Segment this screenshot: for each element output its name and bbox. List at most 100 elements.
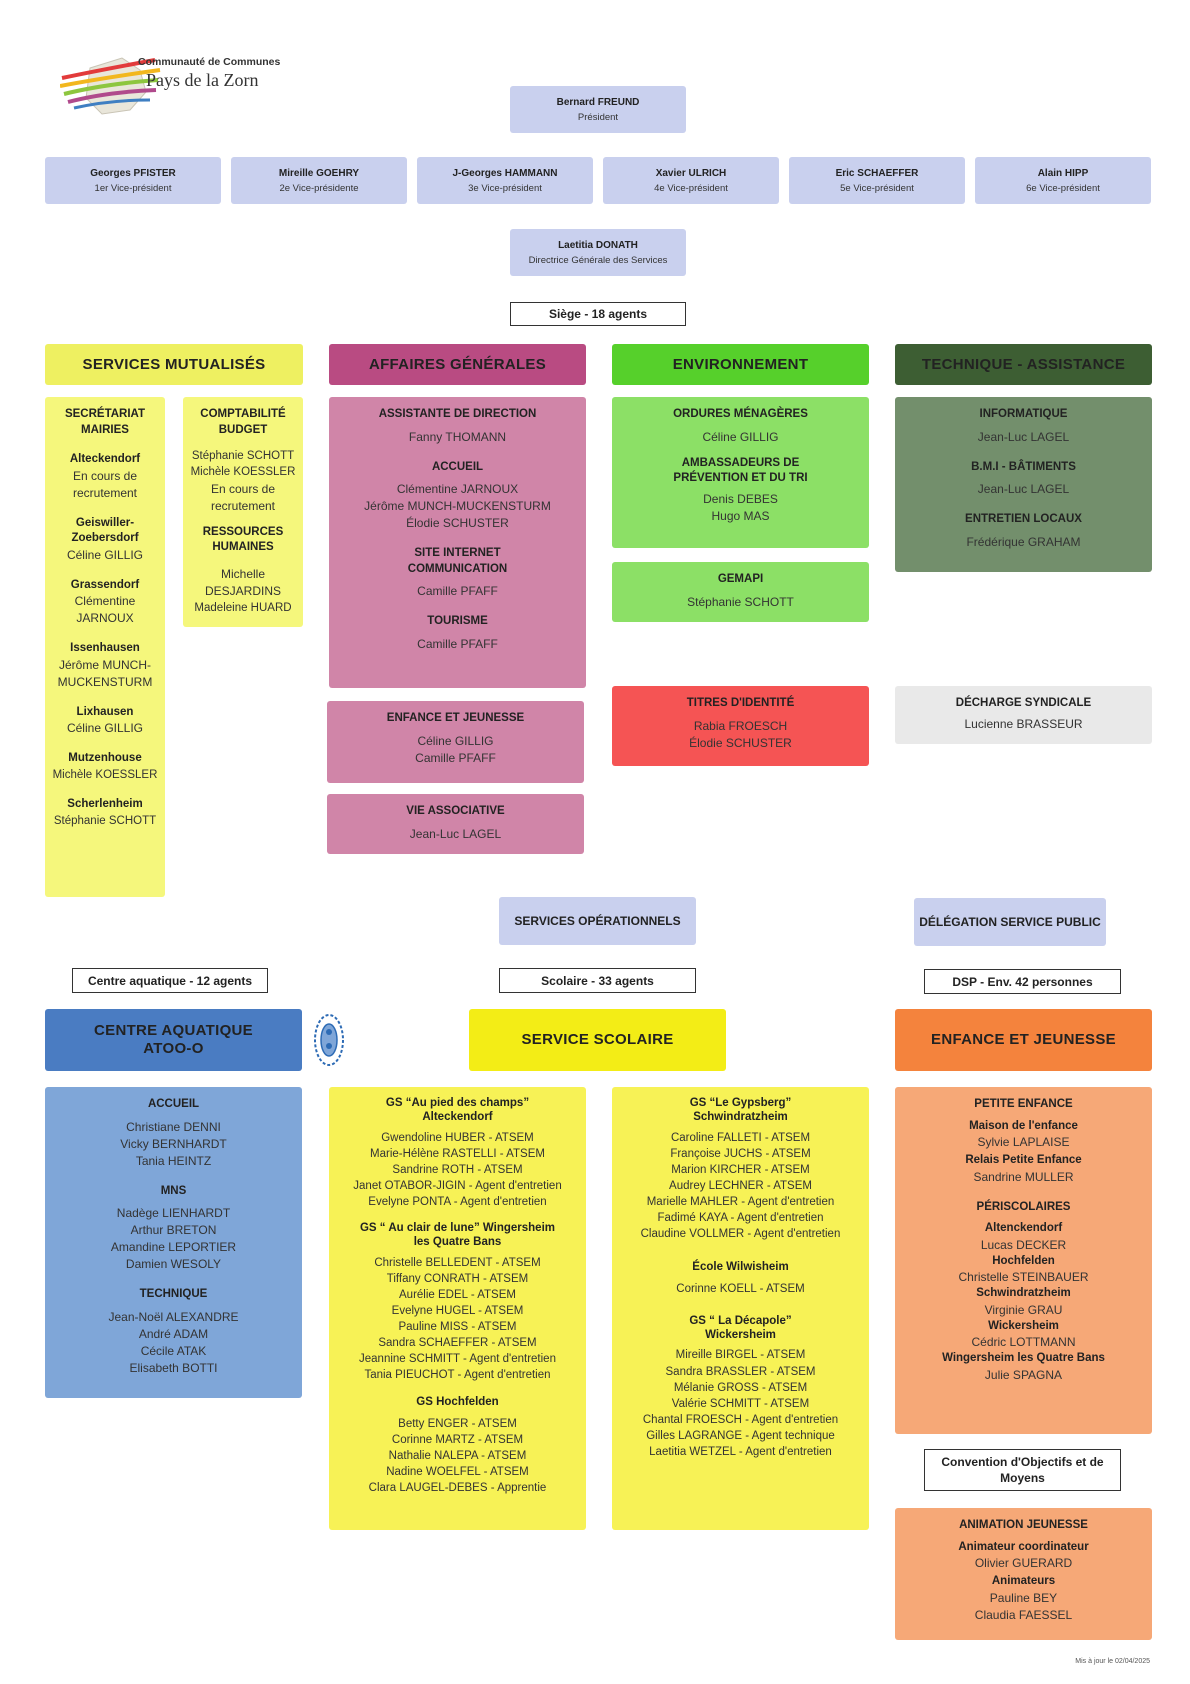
gs-staff: Janet OTABOR-JIGIN - Agent d'entretien: [353, 1179, 562, 1192]
commune-name: Mutzenhouse: [68, 752, 142, 765]
compta-staff: Stéphanie SCHOTT: [191, 450, 295, 463]
vp-card: Georges PFISTER 1er Vice-président: [45, 157, 221, 204]
peri-site: Altenckendorf: [984, 1222, 1063, 1235]
commune-staff: Stéphanie SCHOTT: [53, 814, 157, 827]
commune-staff: Céline GILLIG: [66, 547, 144, 562]
gs-staff: Corinne KOELL - ATSEM: [676, 1282, 805, 1295]
gs-staff: Jeannine SCHMITT - Agent d'entretien: [359, 1353, 556, 1366]
dgs-name: Laetitia DONATH: [558, 239, 638, 251]
anim-title: Animateurs: [991, 1575, 1056, 1588]
gs-staff: Claudine VOLLMER - Agent d'entretien: [640, 1228, 841, 1241]
enfance-panel: PETITE ENFANCE Maison de l'enfance Sylvi…: [895, 1087, 1152, 1434]
scolaire-right-panel: GS “Le Gypsberg” Schwindratzheim Carolin…: [612, 1087, 869, 1530]
rh-title: RESSOURCES HUMAINES: [202, 525, 284, 554]
compta-title: COMPTABILITÉ BUDGET: [200, 408, 286, 436]
aq-tech-name: Elisabeth BOTTI: [129, 1360, 218, 1375]
dgs-role: Directrice Générale des Services: [528, 254, 668, 266]
peri-staff: Christelle STEINBAUER: [958, 1270, 1089, 1285]
bmi-name: Jean-Luc LAGEL: [977, 482, 1070, 497]
gs-staff: Betty ENGER - ATSEM: [398, 1417, 517, 1430]
pe-title: PETITE ENFANCE: [974, 1098, 1073, 1110]
commune-staff: Michèle KOESSLER: [52, 768, 158, 781]
info-name: Jean-Luc LAGEL: [977, 429, 1070, 444]
vp-name: Xavier ULRICH: [655, 167, 727, 179]
gs-staff: Gilles LAGRANGE - Agent technique: [646, 1429, 835, 1442]
decharge-title: DÉCHARGE SYNDICALE: [955, 697, 1092, 709]
secretariat-panel: SECRÉTARIAT MAIRIES Alteckendorf En cour…: [45, 397, 165, 897]
gs-staff: Fadimé KAYA - Agent d'entretien: [657, 1212, 824, 1225]
ag-enfance-panel: ENFANCE ET JEUNESSE Céline GILLIG Camill…: [327, 701, 584, 783]
gs-staff: Marielle MAHLER - Agent d'entretien: [646, 1195, 835, 1208]
dgs-card: Laetitia DONATH Directrice Générale des …: [510, 229, 686, 276]
gs-title: GS “ La Décapole” Wickersheim: [689, 1314, 792, 1341]
anim-name: Claudia FAESSEL: [974, 1607, 1073, 1622]
gs-staff: Audrey LECHNER - ATSEM: [669, 1179, 812, 1192]
gs-staff: Mireille BIRGEL - ATSEM: [675, 1349, 806, 1362]
tourisme-title: TOURISME: [427, 615, 488, 628]
header-scolaire: SERVICE SCOLAIRE: [469, 1009, 726, 1071]
relais-title: Relais Petite Enfance: [965, 1154, 1082, 1167]
header-enfance: ENFANCE ET JEUNESSE: [895, 1009, 1152, 1071]
ag-enfance-name: Camille PFAFF: [415, 750, 496, 765]
gs-staff: Evelyne PONTA - Agent d'entretien: [368, 1195, 547, 1208]
assistante-name: Fanny THOMANN: [408, 429, 507, 444]
header-technique: TECHNIQUE - ASSISTANCE: [895, 344, 1152, 385]
maison-title: Maison de l'enfance: [969, 1119, 1078, 1132]
commune-staff: En cours de recrutement: [72, 468, 138, 500]
rh-staff: Madeleine HUARD: [194, 601, 292, 614]
gs-staff: Evelyne HUGEL - ATSEM: [391, 1304, 524, 1317]
logo-graphic: [60, 57, 161, 115]
vp-name: Alain HIPP: [1037, 167, 1089, 179]
logo: Communauté de Communes Pays de la Zorn: [60, 48, 300, 122]
tech-panel: INFORMATIQUE Jean-Luc LAGEL B.M.I - BÂTI…: [895, 397, 1152, 572]
vp-role: 2e Vice-présidente: [279, 182, 359, 194]
vp-role: 6e Vice-président: [1026, 182, 1100, 194]
gs-staff: Gwendoline HUBER - ATSEM: [381, 1131, 534, 1144]
aquatique-count: Centre aquatique - 12 agents: [72, 968, 268, 993]
gs-staff: Marie-Hélène RASTELLI - ATSEM: [370, 1147, 545, 1160]
gs-staff: Sandrine ROTH - ATSEM: [392, 1163, 523, 1176]
animation-panel: ANIMATION JEUNESSE Animateur coordinateu…: [895, 1508, 1152, 1640]
aq-tech-title: TECHNIQUE: [139, 1288, 208, 1301]
peri-staff: Virginie GRAU: [984, 1302, 1063, 1317]
vp-card: Alain HIPP 6e Vice-président: [975, 157, 1151, 204]
atoo-logo: [312, 1012, 346, 1068]
commune-staff: Jérôme MUNCH-MUCKENSTURM: [57, 657, 153, 689]
commune-staff: Clémentine JARNOUX: [74, 594, 136, 626]
ag-enfance-name: Céline GILLIG: [417, 733, 494, 748]
gs-staff: Sandra SCHAEFFER - ATSEM: [378, 1337, 537, 1350]
vp-name: Mireille GOEHRY: [278, 167, 360, 179]
vp-card: Mireille GOEHRY 2e Vice-présidente: [231, 157, 407, 204]
gemapi-title: GEMAPI: [717, 573, 764, 585]
gs-staff: Corinne MARTZ - ATSEM: [391, 1434, 524, 1447]
ag-main-panel: ASSISTANTE DE DIRECTION Fanny THOMANN AC…: [329, 397, 586, 688]
amb-name: Denis DEBES: [703, 491, 778, 506]
header-aquatique: CENTRE AQUATIQUE ATOO-O: [45, 1009, 302, 1071]
amb-name: Hugo MAS: [711, 508, 770, 523]
vp-role: 4e Vice-président: [654, 182, 728, 194]
commune-name: Alteckendorf: [69, 453, 141, 466]
ag-vie-name: Jean-Luc LAGEL: [409, 826, 502, 841]
aq-tech-name: Cécile ATAK: [140, 1343, 207, 1358]
scolaire-count: Scolaire - 33 agents: [499, 968, 696, 993]
peri-site: Schwindratzheim: [976, 1287, 1071, 1300]
site-title: SITE INTERNET COMMUNICATION: [407, 547, 508, 575]
gs-staff: Nathalie NALEPA - ATSEM: [388, 1450, 527, 1463]
aq-accueil-name: Vicky BERNHARDT: [120, 1136, 227, 1151]
decharge-panel: DÉCHARGE SYNDICALE Lucienne BRASSEUR: [895, 686, 1152, 744]
peri-site: Hochfelden: [992, 1254, 1055, 1267]
header-affaires: AFFAIRES GÉNÉRALES: [329, 344, 586, 385]
ent-title: ENTRETIEN LOCAUX: [965, 513, 1082, 526]
commune-name: Lixhausen: [76, 705, 134, 718]
gs-staff: Valérie SCHMITT - ATSEM: [671, 1397, 810, 1410]
gs-staff: Caroline FALLETI - ATSEM: [670, 1131, 811, 1144]
info-title: INFORMATIQUE: [979, 408, 1068, 420]
president-name: Bernard FREUND: [556, 96, 640, 108]
om-name: Céline GILLIG: [702, 429, 779, 444]
titres-panel: TITRES D'IDENTITÉ Rabia FROESCH Élodie S…: [612, 686, 869, 766]
services-operationnels: SERVICES OPÉRATIONNELS: [499, 897, 696, 945]
accueil-name: Élodie SCHUSTER: [406, 516, 509, 531]
peri-title: PÉRISCOLAIRES: [976, 1200, 1071, 1213]
compta-staff: Michèle KOESSLER: [190, 466, 296, 479]
president-card: Bernard FREUND Président: [510, 86, 686, 133]
